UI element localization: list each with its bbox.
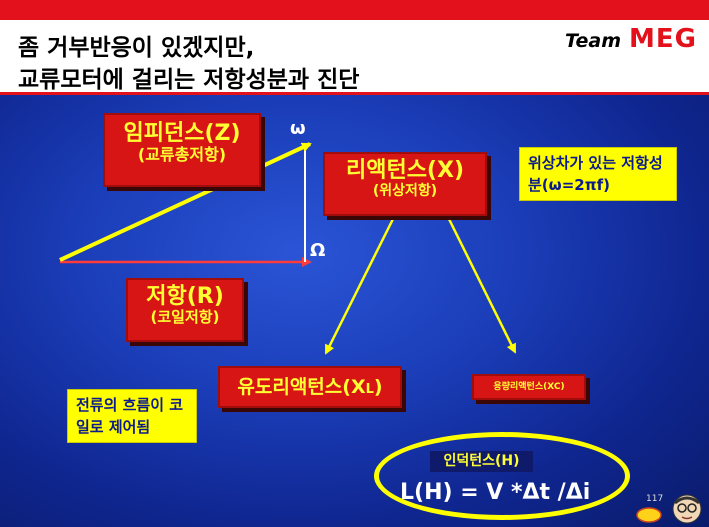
omega-big-symbol: Ω [310,240,326,261]
header: 좀 거부반응이 있겠지만, 교류모터에 걸리는 저항성분과 진단 Team ME… [0,0,709,93]
phase-note: 위상차가 있는 저항성분(ω=2πf) [519,147,677,201]
page-title-line1: 좀 거부반응이 있겠지만, [18,35,255,61]
impedance-title: 임피던스(Z) [123,121,241,146]
inductance-label: 인덕턴스(H) [430,451,533,472]
impedance-sub: (교류총저항) [137,145,227,165]
impedance-vector [59,142,312,262]
resistance-box: 저항(R) (코일저항) [126,278,244,342]
resistance-title: 저항(R) [146,284,224,309]
header-divider [0,92,709,95]
reactance-sub: (위상저항) [372,183,438,200]
mascot-icon [636,494,702,524]
reactance-box: 리액턴스(X) (위상저항) [323,152,487,216]
resistance-sub: (코일저항) [150,308,220,327]
inductance-formula: L(H) = V *Δt /Δi [400,480,591,505]
arrow-to-inductive [324,214,397,355]
inductance-oval [374,432,630,520]
page-number: 117 [646,494,664,504]
brand-meg: MEG [629,24,697,54]
omega-small-symbol: ω [290,118,306,139]
inductive-title-sub: L [365,382,374,397]
inductive-title-post: ) [373,376,383,398]
current-note: 전류의 흐름이 코일로 제어됨 [67,389,197,443]
arrow-to-capacitive [445,214,517,354]
header-red-strip [0,0,709,20]
capacitive-title: 용량리액턴스(XC) [493,382,565,392]
brand-team: Team [564,30,622,52]
reactance-title: 리액턴스(X) [345,158,465,183]
page-title-line2: 교류모터에 걸리는 저항성분과 진단 [18,67,360,93]
impedance-box: 임피던스(Z) (교류총저항) [103,113,261,187]
capacitive-reactance-box: 용량리액턴스(XC) [472,374,586,400]
brand-logo: Team MEG [565,24,697,54]
inductive-title-pre: 유도리액턴스(X [237,376,366,398]
inductive-reactance-box: 유도리액턴스(XL) [218,366,402,408]
